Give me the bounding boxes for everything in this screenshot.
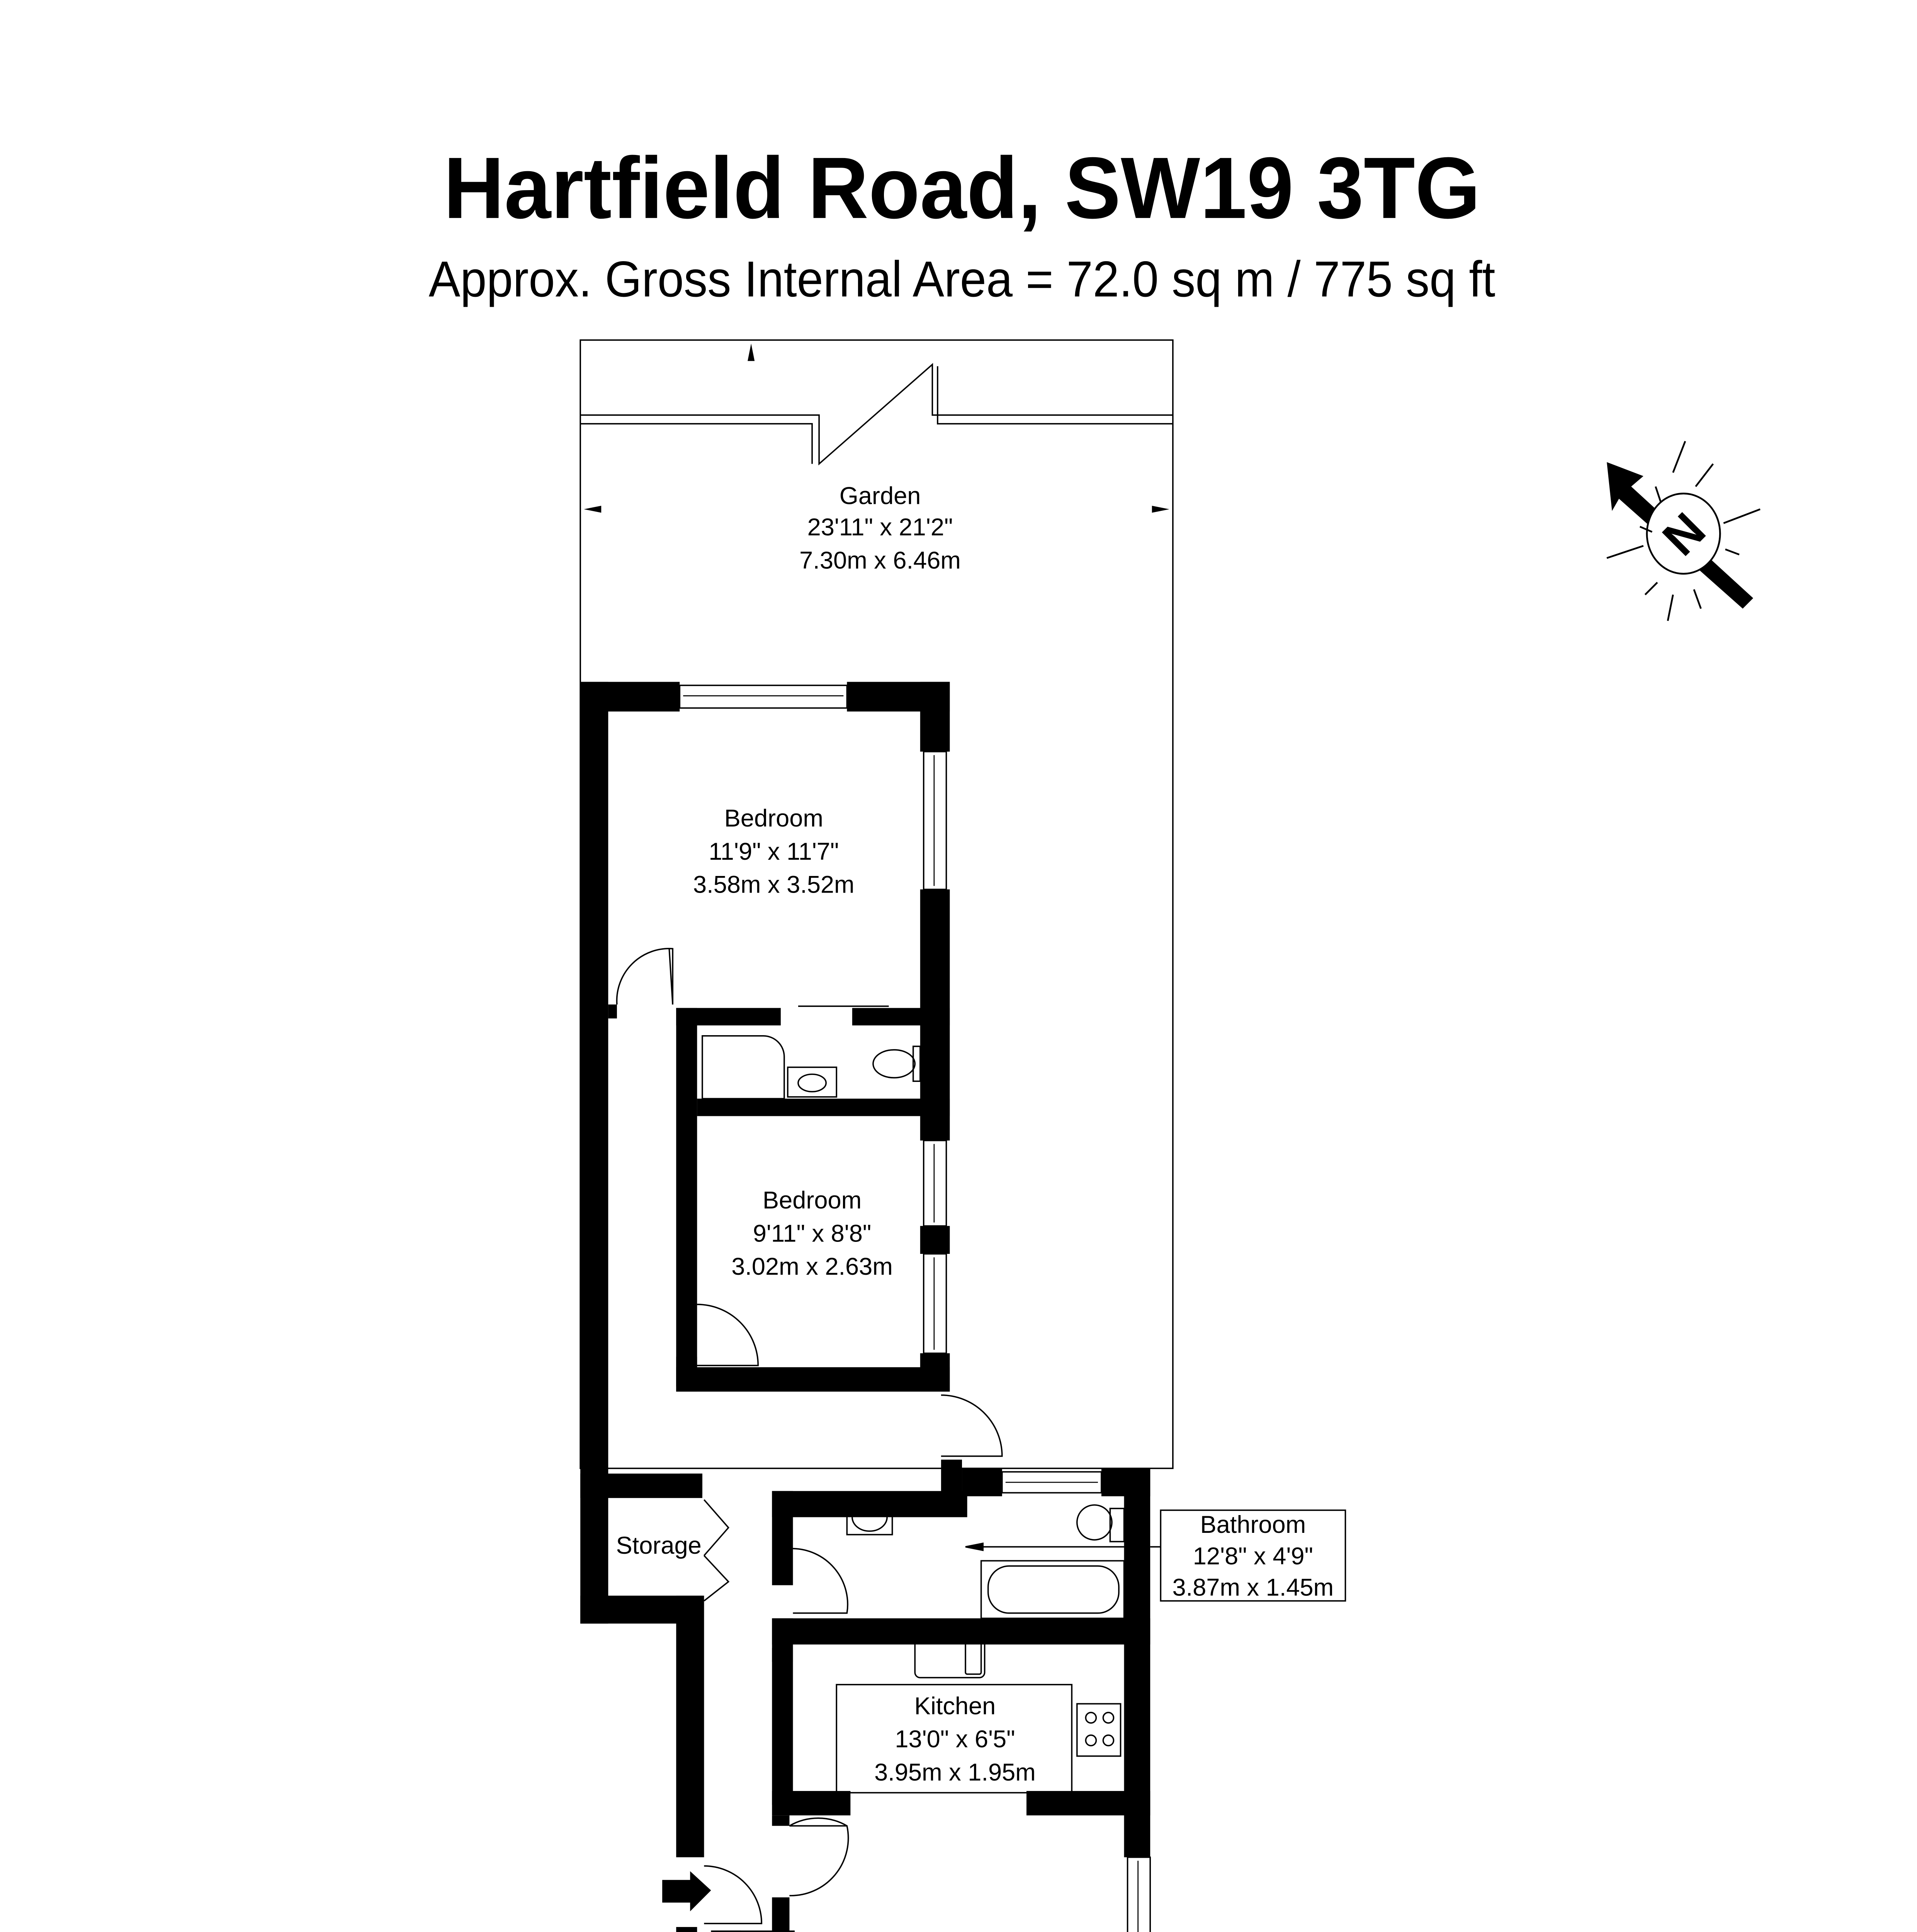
bath-basin-icon: [846, 1492, 893, 1536]
toilet-icon: [872, 1049, 916, 1078]
hob-icon: [1076, 1703, 1122, 1757]
svg-text:12'8" x 4'9": 12'8" x 4'9": [1193, 1543, 1313, 1570]
bedroom-1-label: Bedroom 11'9" x 11'7" 3.58m x 3.52m: [693, 805, 855, 898]
windows: [679, 684, 1151, 1932]
svg-text:Bathroom: Bathroom: [1200, 1511, 1306, 1538]
storage-label: Storage: [616, 1532, 702, 1559]
svg-text:Bedroom: Bedroom: [763, 1187, 862, 1214]
garden-metric: 7.30m x 6.46m: [799, 547, 961, 574]
garden-name: Garden: [840, 482, 921, 509]
walls: [580, 682, 1151, 1932]
bathtub-icon: [980, 1560, 1125, 1619]
entrance-arrow-icon: [662, 1871, 711, 1912]
svg-text:13'0" x 6'5": 13'0" x 6'5": [895, 1726, 1015, 1753]
svg-text:3.02m x 2.63m: 3.02m x 2.63m: [731, 1253, 893, 1280]
basin-icon: [787, 1066, 838, 1098]
north-arrow-icon: N: [1606, 441, 1761, 621]
svg-text:Kitchen: Kitchen: [914, 1692, 996, 1719]
svg-text:9'11" x 8'8": 9'11" x 8'8": [753, 1220, 871, 1247]
page-title: Hartfield Road, SW19 3TG: [444, 139, 1480, 236]
garden-area: Garden 23'11" x 21'2" 7.30m x 6.46m: [580, 339, 1174, 1469]
svg-text:3.95m x 1.95m: 3.95m x 1.95m: [874, 1759, 1036, 1786]
garden-imperial: 23'11" x 21'2": [807, 514, 953, 541]
bedroom-2-label: Bedroom 9'11" x 8'8" 3.02m x 2.63m: [731, 1187, 893, 1281]
kitchen-label: Kitchen 13'0" x 6'5" 3.95m x 1.95m: [874, 1692, 1036, 1786]
svg-text:11'9" x 11'7": 11'9" x 11'7": [709, 838, 839, 865]
svg-text:3.58m x 3.52m: 3.58m x 3.52m: [693, 871, 855, 898]
svg-text:3.87m x 1.45m: 3.87m x 1.45m: [1173, 1574, 1334, 1601]
area-subtitle: Approx. Gross Internal Area = 72.0 sq m …: [429, 251, 1496, 307]
sink-icon: [914, 1635, 986, 1679]
fixtures: [702, 1035, 1125, 1794]
svg-text:Bedroom: Bedroom: [724, 805, 823, 832]
bathroom-label: Bathroom 12'8" x 4'9" 3.87m x 1.45m: [1150, 1509, 1346, 1602]
shower-icon: [702, 1035, 785, 1100]
doors: [616, 948, 1003, 1924]
bath-toilet-icon: [1076, 1504, 1113, 1541]
